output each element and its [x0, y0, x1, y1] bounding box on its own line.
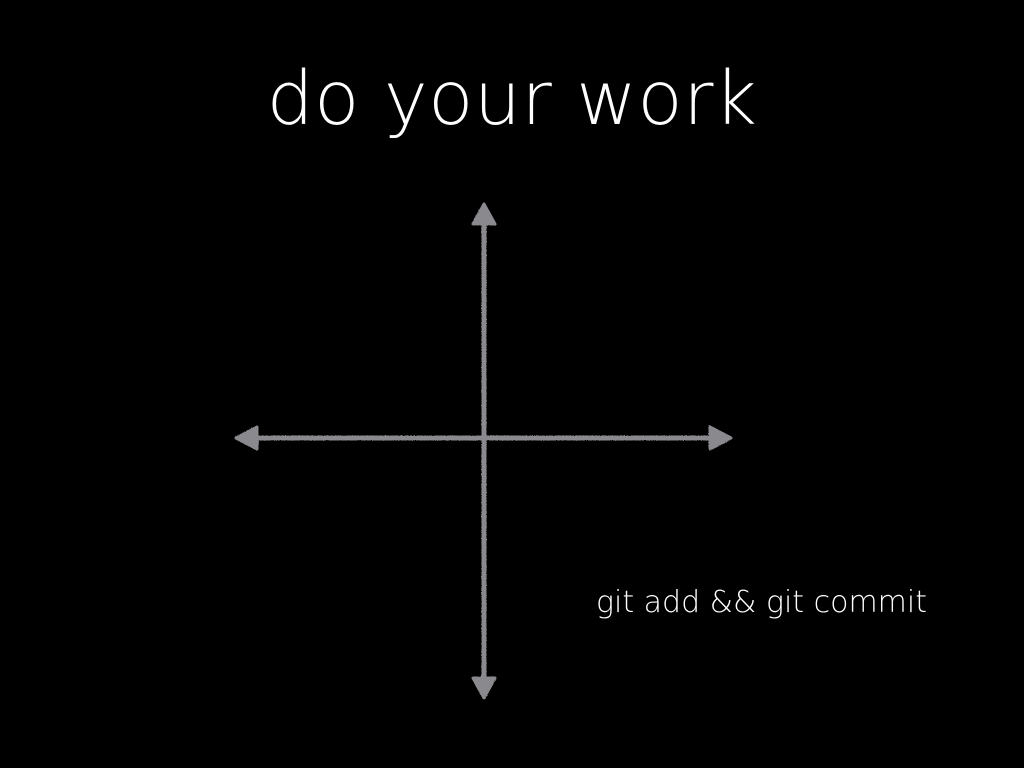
arrow-down-icon [471, 676, 497, 700]
arrow-left-icon [234, 425, 259, 451]
arrow-right-icon [708, 425, 733, 451]
quadrant-label-bottom-right: git add && git commit [596, 585, 927, 620]
slide-title: do your work [266, 56, 758, 142]
arrow-up-icon [471, 202, 497, 226]
